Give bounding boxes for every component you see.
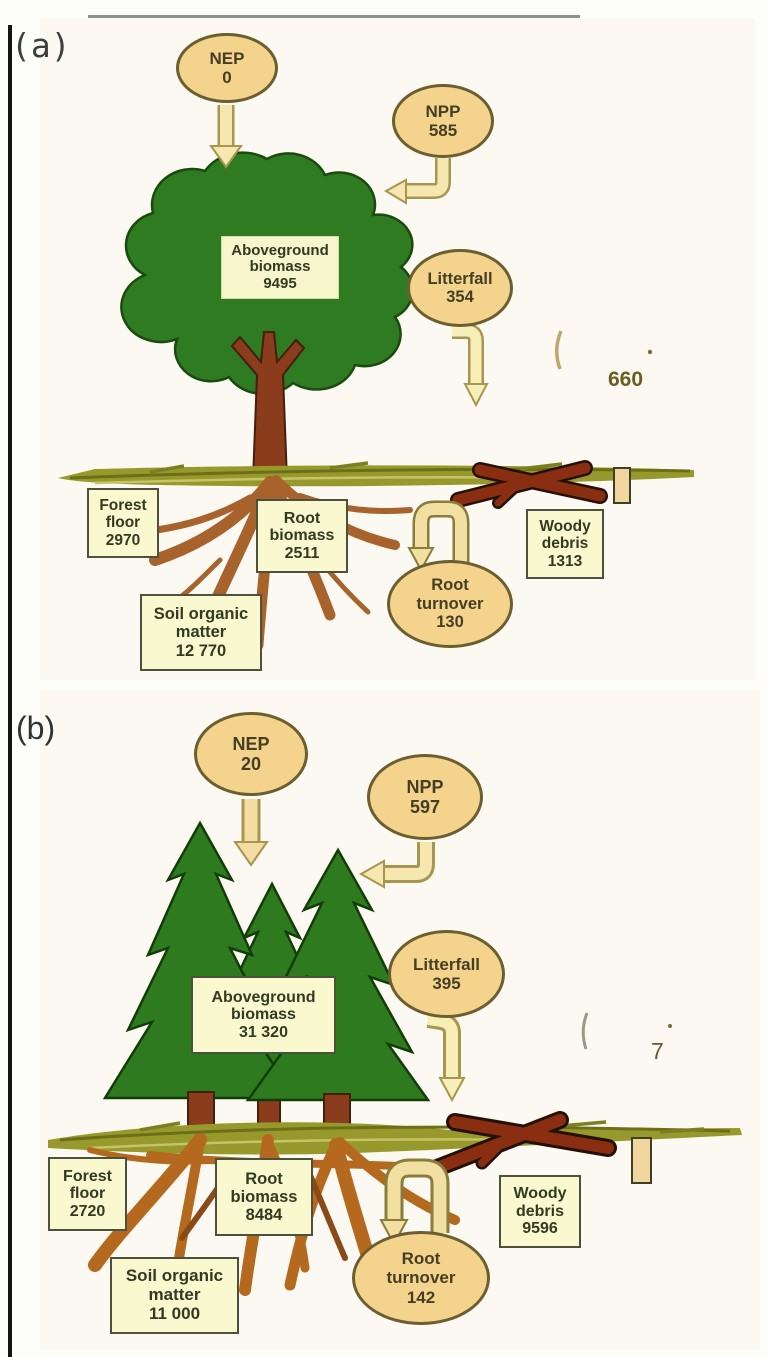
deciduous-tree-trunk (230, 331, 306, 481)
nep-value-a: 0 (222, 68, 232, 87)
root-biomass-value-b: 8484 (245, 1206, 283, 1225)
forest-floor-line1-b: Forest (63, 1167, 112, 1185)
forest-floor-value-b: 2720 (69, 1202, 106, 1220)
root-turnover-node-b: Root turnover 142 (352, 1231, 490, 1325)
root-biomass-box-b: Root biomass 8484 (215, 1158, 313, 1236)
root-turnover-value-a: 130 (436, 613, 464, 632)
npp-value-b: 597 (409, 797, 441, 817)
litterfall-arrow-b (426, 1010, 466, 1103)
aboveground-biomass-box-b: Aboveground biomass 31 320 (191, 976, 336, 1054)
litterfall-node-a: Litterfall 354 (407, 249, 513, 327)
som-line1-a: Soil organic (153, 605, 249, 624)
litterfall-value-b: 395 (432, 974, 461, 993)
root-biomass-line2-b: biomass (230, 1187, 298, 1206)
root-turnover-node-a: Root turnover 130 (387, 560, 513, 648)
root-biomass-line2-a: biomass (269, 527, 335, 545)
snag-stump-b (631, 1137, 652, 1184)
som-line2-a: matter (175, 623, 227, 642)
root-biomass-line1-a: Root (283, 509, 321, 527)
woody-debris-logs-b (423, 1111, 617, 1179)
nep-arrow-b (233, 799, 269, 867)
npp-node-a: NPP 585 (392, 84, 494, 158)
overlay-value-a: 660 (608, 368, 644, 391)
overlay-value-b: 7 (651, 1038, 664, 1064)
nep-label-a: NEP (209, 48, 245, 68)
root-turnover-line2-b: turnover (386, 1268, 456, 1288)
nep-node-a: NEP 0 (176, 33, 278, 103)
woody-debris-box-a: Woody debris 1313 (526, 509, 604, 579)
woody-debris-value-a: 1313 (547, 552, 583, 570)
root-biomass-value-a: 2511 (284, 544, 320, 562)
litterfall-arrow-a (452, 323, 489, 408)
woody-debris-line1-b: Woody (513, 1185, 567, 1203)
aboveground-line1-a: Aboveground (231, 241, 329, 259)
snag-stump-a (613, 467, 631, 504)
aboveground-value-b: 31 320 (239, 1023, 288, 1041)
litterfall-label-a: Litterfall (427, 269, 493, 288)
aboveground-biomass-box-a: Aboveground biomass 9495 (221, 236, 339, 299)
aboveground-line1-b: Aboveground (211, 988, 316, 1006)
forest-floor-line1-a: Forest (99, 497, 147, 515)
root-biomass-box-a: Root biomass 2511 (256, 499, 348, 573)
som-line2-b: matter (148, 1285, 201, 1305)
litterfall-value-a: 354 (446, 288, 474, 306)
npp-label-b: NPP (406, 776, 444, 797)
panel-b-label: (b) (16, 710, 56, 746)
forest-floor-line2-b: floor (69, 1185, 106, 1203)
woody-debris-box-b: Woody debris 9596 (499, 1175, 581, 1248)
woody-debris-line2-a: debris (541, 535, 589, 553)
root-turnover-line2-a: turnover (416, 594, 484, 613)
forest-floor-line2-a: floor (105, 514, 141, 532)
forest-floor-box-a: Forest floor 2970 (87, 488, 159, 558)
soil-organic-matter-box-b: Soil organic matter 11 000 (110, 1257, 239, 1334)
som-value-b: 11 000 (148, 1303, 201, 1323)
left-margin-rule (8, 25, 12, 1357)
top-rule (88, 15, 580, 18)
forest-floor-value-a: 2970 (105, 531, 141, 549)
litterfall-label-b: Litterfall (412, 954, 481, 974)
panel-a-label: (a) (11, 26, 71, 65)
woody-debris-logs-a (450, 460, 608, 509)
npp-arrow-b (358, 842, 435, 889)
npp-node-b: NPP 597 (367, 754, 483, 840)
root-turnover-value-b: 142 (406, 1287, 436, 1307)
aboveground-line2-b: biomass (231, 1006, 296, 1024)
npp-value-a: 585 (428, 121, 458, 140)
som-value-a: 12 770 (175, 641, 227, 660)
scan-dot-b (668, 1024, 672, 1028)
soil-organic-matter-box-a: Soil organic matter 12 770 (140, 594, 262, 671)
nep-node-b: NEP 20 (194, 712, 308, 796)
woody-debris-line1-a: Woody (539, 518, 591, 536)
litterfall-node-b: Litterfall 395 (388, 930, 505, 1018)
npp-arrow-a (383, 158, 451, 205)
npp-label-a: NPP (425, 101, 461, 121)
aboveground-line2-a: biomass (249, 258, 311, 276)
nep-value-b: 20 (240, 754, 262, 774)
woody-debris-line2-b: debris (515, 1202, 564, 1220)
root-biomass-line1-b: Root (245, 1169, 283, 1188)
root-turnover-arrow-b (379, 1158, 450, 1247)
nep-label-b: NEP (232, 733, 270, 754)
scan-mark-paren-b (581, 1012, 589, 1050)
scan-mark-paren-a (555, 330, 563, 370)
root-turnover-arrow-a (407, 500, 470, 573)
som-line1-b: Soil organic (125, 1266, 224, 1286)
aboveground-value-a: 9495 (263, 274, 297, 292)
root-turnover-line1-b: Root (401, 1249, 441, 1269)
root-turnover-line1-a: Root (431, 576, 469, 595)
scan-dot-a (647, 349, 653, 355)
nep-arrow-a (209, 105, 243, 169)
forest-floor-box-b: Forest floor 2720 (48, 1157, 127, 1231)
woody-debris-value-b: 9596 (522, 1220, 558, 1238)
